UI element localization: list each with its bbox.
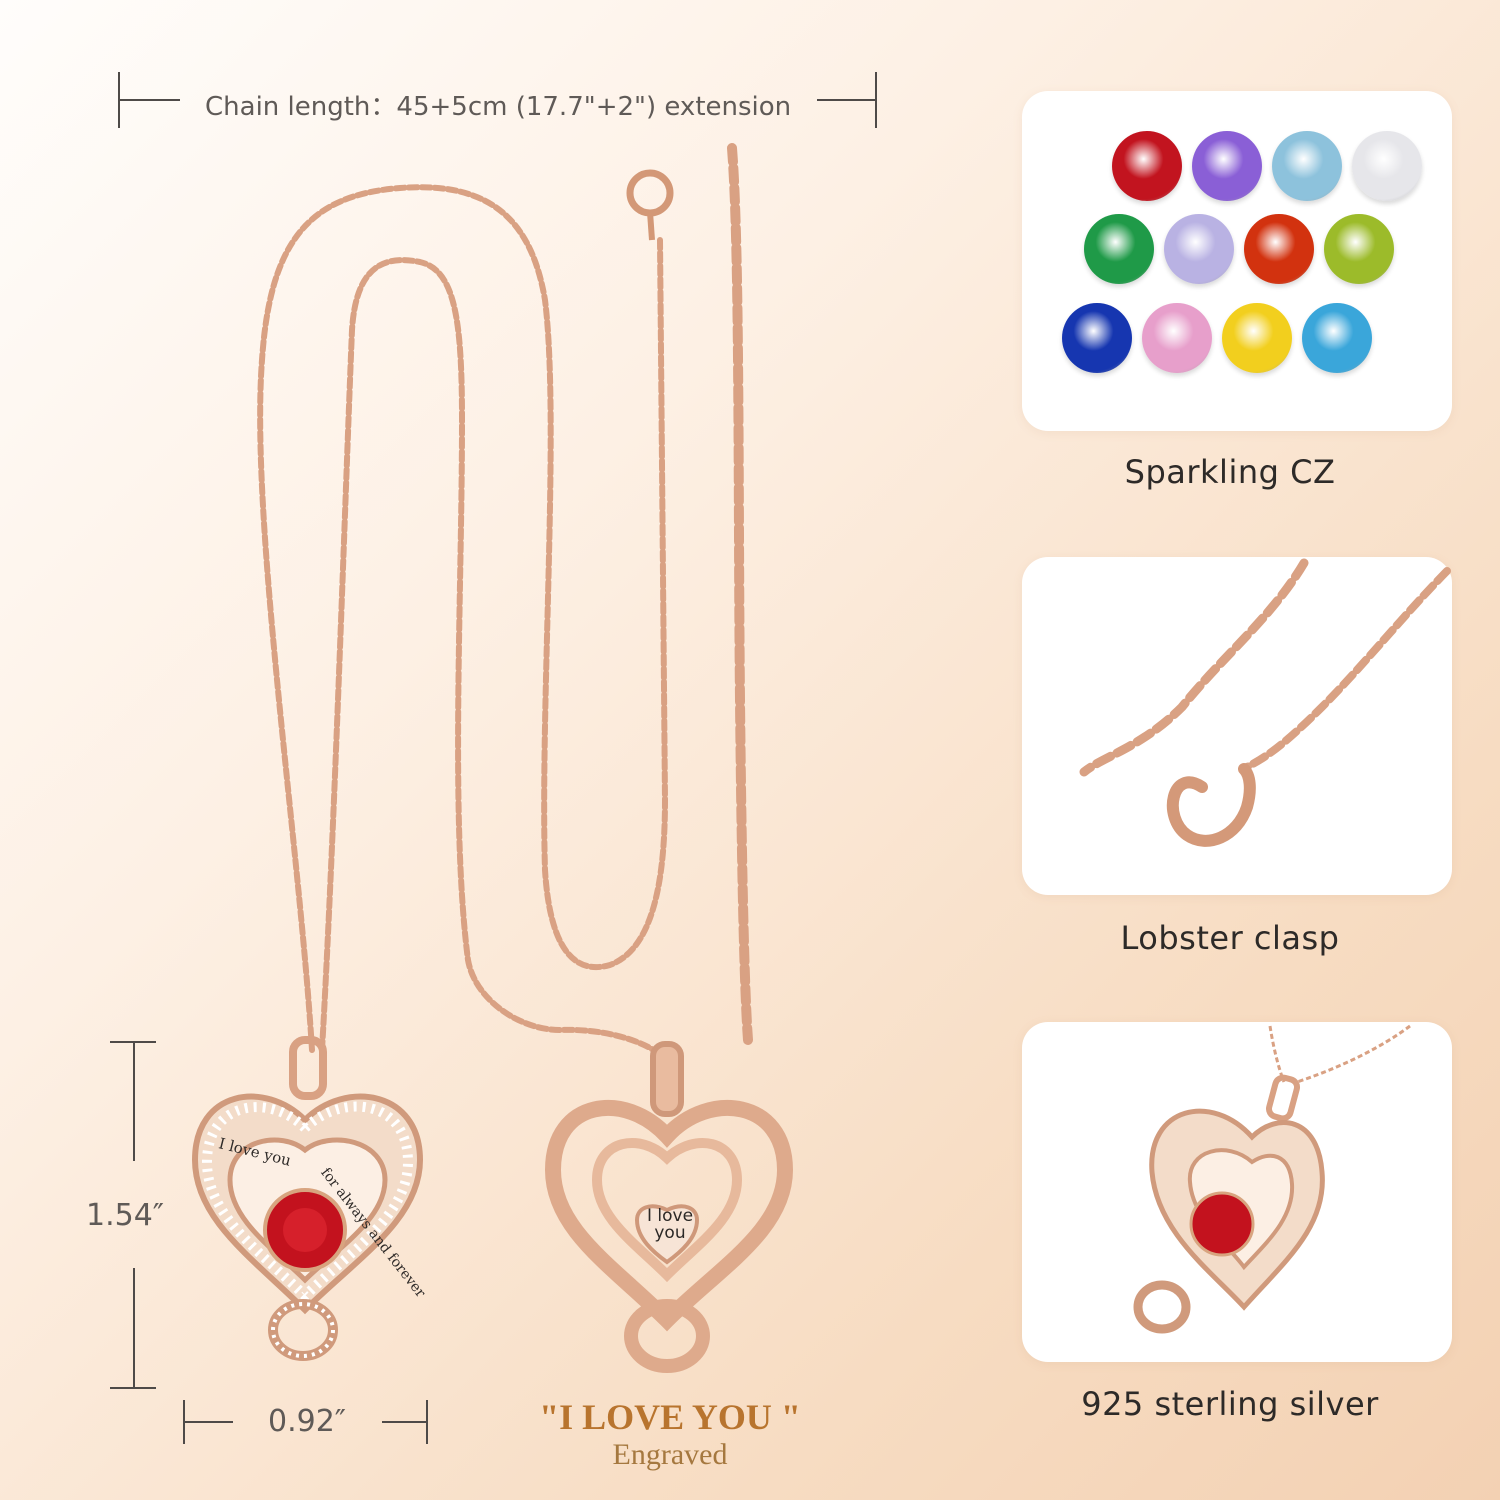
back-plate-line2: you <box>654 1223 686 1243</box>
gem-swatch-icon <box>1084 214 1154 284</box>
caption-sparkling-cz: Sparkling CZ <box>1124 453 1336 491</box>
width-label: 0.92″ <box>268 1404 347 1439</box>
chain-length-label: Chain length：45+5cm (17.7"+2") extension <box>205 92 792 122</box>
heart-pendant-back <box>544 1041 794 1373</box>
heart-pendant-icon <box>1133 1024 1411 1334</box>
dim-line-right <box>817 99 877 101</box>
gem-swatch-icon <box>1324 214 1394 284</box>
clasp-chain-icon <box>1079 558 1451 847</box>
engraved-title: "I LOVE YOU " <box>539 1397 801 1437</box>
back-plate-line1: I love <box>646 1206 694 1226</box>
caption-lobster-clasp: Lobster clasp <box>1120 919 1340 957</box>
width-line-right <box>382 1421 428 1423</box>
gem-swatch-icon <box>1222 303 1292 373</box>
engraved-subtitle: Engraved <box>612 1438 728 1471</box>
gem-swatch-icon <box>1142 303 1212 373</box>
back-plate-text: I love you <box>630 1208 710 1242</box>
dim-tick-right <box>875 72 877 128</box>
gem-swatch-icon <box>1302 303 1372 373</box>
gem-grid <box>1022 91 1452 431</box>
feature-card-silver <box>1022 1022 1452 1362</box>
gem-swatch-icon <box>1192 131 1262 201</box>
caption-sterling-silver: 925 sterling silver <box>1081 1385 1379 1423</box>
feature-card-clasp <box>1022 557 1452 895</box>
gem-swatch-icon <box>1164 214 1234 284</box>
width-tick-right <box>426 1400 428 1444</box>
gem-swatch-icon <box>1244 214 1314 284</box>
height-tick-bottom <box>110 1387 156 1389</box>
gem-swatch-icon <box>1062 303 1132 373</box>
feature-card-gems <box>1022 91 1452 431</box>
height-line-top <box>133 1041 135 1161</box>
gem-swatch-icon <box>1112 131 1182 201</box>
heart-pendant-front <box>191 1036 424 1361</box>
width-line-left <box>183 1421 233 1423</box>
height-line-bottom <box>133 1268 135 1388</box>
necklace-chain <box>257 143 753 1063</box>
height-label: 1.54″ <box>86 1198 165 1233</box>
lobster-clasp-icon <box>626 169 674 241</box>
dim-line-left <box>118 99 180 101</box>
gem-swatch-icon <box>1352 131 1422 201</box>
gem-swatch-icon <box>1272 131 1342 201</box>
